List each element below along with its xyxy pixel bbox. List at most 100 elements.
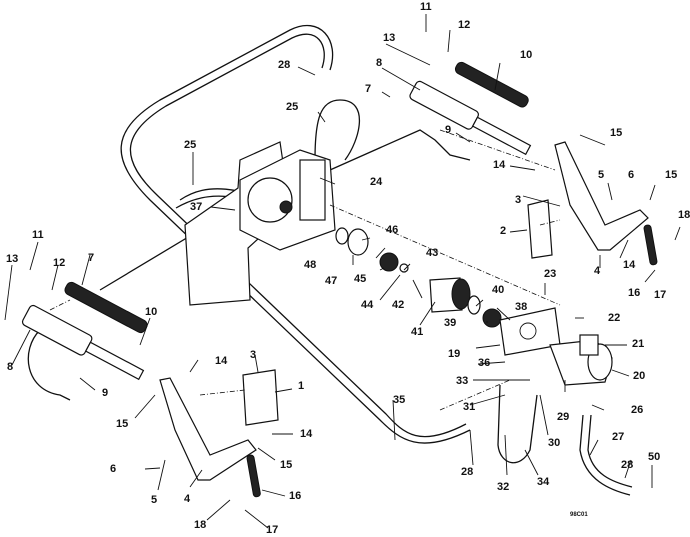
callout-14: 14 <box>300 428 313 440</box>
callout-7: 7 <box>365 83 372 95</box>
cylinder-right <box>409 80 479 130</box>
callout-46: 46 <box>386 224 399 236</box>
callout-16: 16 <box>628 287 641 299</box>
bracket-1 <box>242 369 279 426</box>
callout-5: 5 <box>151 494 158 506</box>
callout-37: 37 <box>190 201 203 213</box>
callout-33: 33 <box>456 375 469 387</box>
callout-9: 9 <box>445 124 452 136</box>
callout-40: 40 <box>492 284 505 296</box>
callout-11: 11 <box>420 1 432 13</box>
valve-21 <box>579 334 599 356</box>
callout-30: 30 <box>548 437 561 449</box>
callout-44: 44 <box>361 299 374 311</box>
hose-34 <box>497 384 538 464</box>
lever-left <box>159 377 257 481</box>
spring-right <box>454 61 529 108</box>
callout-18: 18 <box>678 209 690 221</box>
callout-17: 17 <box>654 289 667 301</box>
callout-11: 11 <box>32 229 44 241</box>
bearing-45 <box>379 252 399 272</box>
callout-1: 1 <box>298 380 305 392</box>
callout-34: 34 <box>537 476 550 488</box>
callout-2: 2 <box>500 225 507 237</box>
callout-15: 15 <box>665 169 678 181</box>
callout-28: 28 <box>461 466 474 478</box>
callout-4: 4 <box>184 493 191 505</box>
callout-14: 14 <box>493 159 506 171</box>
callout-50: 50 <box>648 451 661 463</box>
callout-32: 32 <box>497 481 510 493</box>
callout-10: 10 <box>520 49 533 61</box>
hydraulic-tube-top <box>329 129 471 171</box>
hose-35-inner <box>129 33 467 438</box>
callout-19: 19 <box>448 348 461 360</box>
callout-15: 15 <box>610 127 623 139</box>
hose-35 <box>120 24 471 444</box>
chain-16-left <box>246 454 261 498</box>
plate-hole <box>519 322 537 340</box>
callout-12: 12 <box>458 19 471 31</box>
figure-id: 98C01 <box>570 512 588 518</box>
callout-23: 23 <box>544 268 557 280</box>
callout-26: 26 <box>631 404 644 416</box>
callout-12: 12 <box>53 257 66 269</box>
callout-24: 24 <box>370 176 383 188</box>
callout-28: 28 <box>621 459 634 471</box>
callout-27: 27 <box>612 431 625 443</box>
callout-39: 39 <box>444 317 457 329</box>
callout-4: 4 <box>594 265 601 277</box>
lever-right <box>554 141 649 251</box>
callout-31: 31 <box>463 401 476 413</box>
callout-14: 14 <box>215 355 228 367</box>
cylinder-left <box>21 304 93 356</box>
bracket-2 <box>527 199 553 259</box>
cylinder-rod-right <box>471 116 532 156</box>
hydraulic-tube-left <box>27 329 71 401</box>
callout-13: 13 <box>383 32 396 44</box>
callout-25: 25 <box>184 139 197 151</box>
callout-22: 22 <box>608 312 621 324</box>
callout-13: 13 <box>6 253 19 265</box>
callout-10: 10 <box>145 306 158 318</box>
callout-14: 14 <box>623 259 636 271</box>
leader-lines <box>4 14 681 529</box>
washer-48 <box>335 227 349 245</box>
callout-17: 17 <box>266 524 279 536</box>
callout-7: 7 <box>88 252 95 264</box>
washer-47 <box>347 228 369 256</box>
callout-25: 25 <box>286 101 299 113</box>
callout-6: 6 <box>110 463 117 475</box>
pump-flange <box>247 177 293 223</box>
callout-3: 3 <box>515 194 522 206</box>
callout-20: 20 <box>633 370 646 382</box>
callout-21: 21 <box>632 338 645 350</box>
callout-9: 9 <box>102 387 109 399</box>
callout-15: 15 <box>280 459 293 471</box>
callout-29: 29 <box>557 411 570 423</box>
spring-left <box>64 281 148 334</box>
cylinder-rod-left <box>84 341 145 381</box>
hose-27 <box>579 414 631 496</box>
callout-28: 28 <box>278 59 291 71</box>
washer-44 <box>399 263 409 273</box>
callout-47: 47 <box>325 275 338 287</box>
fitting-37 <box>279 200 293 214</box>
callout-41: 41 <box>411 326 424 338</box>
callout-18: 18 <box>194 519 207 531</box>
callout-3: 3 <box>250 349 257 361</box>
callout-8: 8 <box>376 57 383 69</box>
chain-16-right <box>643 224 658 266</box>
callout-8: 8 <box>7 361 14 373</box>
callout-16: 16 <box>289 490 302 502</box>
callout-42: 42 <box>392 299 405 311</box>
callout-45: 45 <box>354 273 367 285</box>
callout-36: 36 <box>478 357 491 369</box>
callout-48: 48 <box>304 259 317 271</box>
callout-15: 15 <box>116 418 129 430</box>
callout-35: 35 <box>393 394 406 406</box>
washer-40 <box>467 295 481 315</box>
coupler-41-end <box>451 278 471 310</box>
